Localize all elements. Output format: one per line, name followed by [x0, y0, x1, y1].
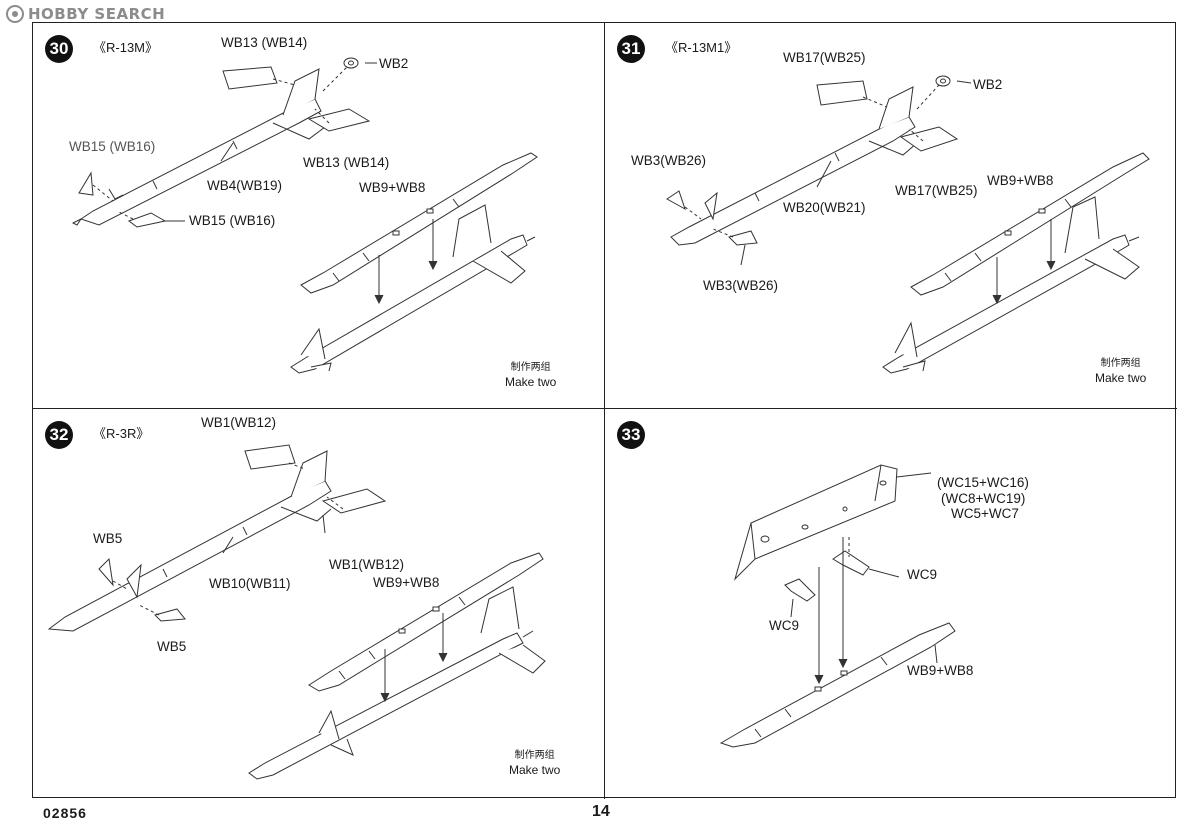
step-number-badge: 31 [617, 35, 645, 63]
variant-label: 《R-13M》 [93, 40, 159, 55]
part-label: WC9 [907, 567, 937, 582]
hobby-search-watermark: HOBBY SEARCH [6, 4, 165, 24]
part-label: WB15 (WB16) [69, 139, 156, 154]
step-number-badge: 32 [45, 421, 73, 449]
hobby-search-logo-icon [6, 5, 24, 23]
r13m-assembly-drawing [71, 57, 538, 374]
page-number: 14 [592, 803, 610, 820]
make-two-note: 制作两组 Make two [1095, 358, 1147, 385]
part-label: WB5 [157, 639, 187, 654]
part-label: WC5+WC7 [951, 506, 1019, 521]
instruction-sheet: 30 《R-13M》 WB13 (WB14) WB2 WB15 (WB16) W… [32, 22, 1177, 799]
watermark-text: HOBBY SEARCH [28, 5, 166, 23]
part-label: WB5 [93, 531, 123, 546]
part-label: WB9+WB8 [987, 173, 1054, 188]
step-33-panel: 33 (WC15+WC16) (WC8+WC19) WC5+WC7 WC9 WC… [605, 409, 1177, 799]
step-30-panel: 30 《R-13M》 WB13 (WB14) WB2 WB15 (WB16) W… [33, 23, 605, 409]
part-label: WB2 [973, 77, 1003, 92]
variant-label: 《R-3R》 [93, 426, 150, 441]
part-label: WB13 (WB14) [303, 155, 390, 170]
part-label: WB4(WB19) [207, 178, 283, 193]
part-label: WB9+WB8 [359, 180, 426, 195]
step-31-panel: 31 《R-13M1》 WB17(WB25) WB2 WB3(WB26) WB2… [605, 23, 1177, 409]
part-label: WB13 (WB14) [221, 35, 308, 50]
make-two-note: 制作两组 Make two [509, 750, 561, 777]
r13m1-assembly-drawing [666, 75, 1150, 374]
step-number-badge: 30 [45, 35, 73, 63]
part-label: WB17(WB25) [783, 50, 866, 65]
part-label: (WC15+WC16) [937, 475, 1029, 490]
pylon-assembly-drawing [719, 464, 956, 748]
product-code: 02856 [43, 805, 87, 821]
part-label: WB1(WB12) [201, 415, 277, 430]
part-label: WB3(WB26) [703, 278, 779, 293]
step-32-panel: 32 《R-3R》 WB1(WB12) WB5 WB10(WB11) WB1(W… [33, 409, 605, 799]
variant-label: 《R-13M1》 [665, 40, 738, 55]
part-label: (WC8+WC19) [941, 491, 1026, 506]
part-label: WB9+WB8 [373, 575, 440, 590]
part-label: WB17(WB25) [895, 183, 978, 198]
part-label: WC9 [769, 618, 799, 633]
part-label: WB10(WB11) [209, 576, 291, 591]
part-label: WB2 [379, 56, 409, 71]
part-label: WB9+WB8 [907, 663, 974, 678]
step-number-badge: 33 [617, 421, 645, 449]
part-label: WB3(WB26) [631, 153, 707, 168]
part-label: WB15 (WB16) [189, 213, 276, 228]
part-label: WB20(WB21) [783, 200, 866, 215]
r3r-assembly-drawing [47, 444, 546, 780]
make-two-note: 制作两组 Make two [505, 362, 557, 389]
part-label: WB1(WB12) [329, 557, 405, 572]
